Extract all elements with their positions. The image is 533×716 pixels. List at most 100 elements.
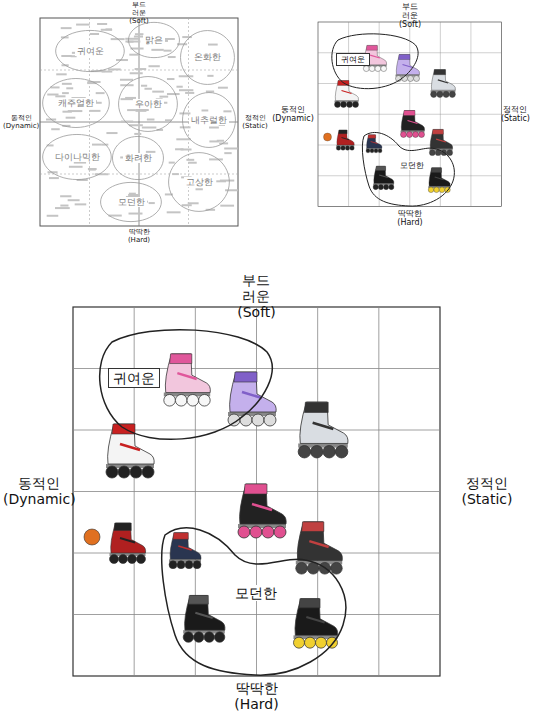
skate-map-small: [318, 22, 502, 207]
skate-wheel: [298, 446, 310, 458]
skate-wheel: [449, 91, 455, 97]
skate-wheel: [370, 149, 374, 153]
tiny-word: [62, 83, 72, 85]
skate-wheel: [214, 632, 224, 642]
grid-line: [378, 307, 379, 676]
skate-strap: [120, 538, 135, 543]
skate-picture: [183, 595, 225, 642]
tiny-word: [134, 133, 141, 135]
skate-boot: [170, 533, 201, 560]
skate-cuff: [299, 599, 320, 608]
skate-wheel: [347, 102, 353, 108]
skate-strap: [306, 617, 324, 623]
tiny-word: [62, 92, 69, 94]
skate-wheel: [164, 394, 176, 406]
modern-region: 모던한: [155, 515, 355, 680]
skate-cuff: [376, 166, 386, 170]
skate-boot: [335, 81, 358, 101]
tiny-word: [89, 169, 96, 171]
tiny-word: [55, 207, 70, 209]
ball-picture: [84, 529, 100, 545]
skate-wheel: [262, 526, 274, 538]
region-outline-path: [101, 182, 162, 221]
axis-label: 정적인 (Static): [501, 105, 530, 123]
tiny-word: [129, 124, 143, 126]
skate-wheel: [437, 91, 443, 97]
skate-strap: [177, 373, 196, 379]
tiny-word: [69, 166, 83, 168]
tiny-word: [147, 119, 155, 121]
tiny-word: [60, 195, 71, 197]
tiny-word: [88, 168, 97, 170]
tiny-word: [148, 65, 159, 67]
image-cluster: 모던한: [100, 182, 162, 222]
axis-label: 딱딱한 (Hard): [128, 228, 150, 244]
skate-picture: [294, 599, 338, 649]
skate-boot: [401, 111, 424, 131]
axis-label: 동적인 (Dynamic): [3, 475, 76, 507]
skate-wheel: [363, 66, 369, 72]
tiny-word: [224, 147, 237, 149]
skate-cuff: [173, 533, 188, 540]
skate-wheel: [335, 102, 341, 108]
skate-strap: [309, 541, 328, 547]
tiny-word: [95, 173, 109, 175]
tiny-word: [176, 86, 182, 88]
image-cluster: 다이나믹한: [42, 134, 112, 180]
skate-wheel: [238, 526, 250, 538]
skate-strap: [370, 55, 380, 58]
tiny-word: [180, 126, 191, 128]
region-outline-path: [128, 22, 179, 57]
skate-strap: [438, 80, 448, 83]
skate-strap: [120, 444, 140, 450]
tiny-word: [186, 159, 194, 161]
tiny-word: [172, 173, 179, 175]
skate-wheel: [119, 555, 128, 564]
region-outline-path: [43, 79, 110, 128]
tiny-word: [167, 78, 175, 80]
tiny-word: [90, 110, 101, 112]
tiny-word: [130, 72, 143, 74]
skate-strap: [342, 91, 352, 94]
region-label: 고상한: [184, 177, 215, 187]
skate-wheel: [336, 146, 341, 151]
axis-label: 딱딱한 (Hard): [234, 680, 278, 712]
tiny-word: [106, 132, 117, 134]
skate-wheel: [316, 637, 327, 648]
tiny-word: [168, 56, 176, 58]
tiny-word: [135, 68, 147, 70]
skate-wheel: [429, 150, 435, 156]
skate-cuff: [188, 595, 208, 604]
skate-cuff: [431, 168, 442, 173]
skate-wheel: [443, 91, 449, 97]
skate-boot: [295, 599, 338, 636]
skate-wheel: [175, 394, 187, 406]
tiny-word: [141, 85, 147, 87]
skate-boot: [431, 70, 455, 91]
image-cluster: 캐주얼한: [42, 78, 110, 128]
tiny-words: [46, 24, 238, 216]
image-cluster: 귀여운: [55, 30, 125, 72]
skate-wheel: [408, 76, 414, 82]
axis-label: 부드러운 (Soft): [399, 2, 421, 30]
skate-wheel: [413, 132, 419, 138]
map-frame: [73, 307, 440, 676]
skate-boot: [111, 523, 146, 553]
skate-boot: [297, 522, 342, 561]
image-cluster: 화려한: [112, 136, 164, 180]
skate-wheel: [374, 149, 378, 153]
tiny-word: [220, 205, 234, 207]
tiny-word: [96, 92, 105, 94]
skate-picture: [228, 372, 276, 426]
skate-picture: [401, 111, 425, 138]
skate-boot: [230, 372, 277, 412]
tiny-word: [121, 121, 133, 123]
tiny-word: [224, 152, 231, 154]
image-cluster: 온화한: [180, 30, 235, 85]
skate-boot: [374, 166, 394, 183]
scale-frame: [40, 18, 238, 226]
tiny-word: [176, 138, 191, 140]
region-label: 귀여운: [75, 46, 106, 56]
skate-wheel: [311, 446, 323, 458]
skate-wheel: [183, 632, 193, 642]
